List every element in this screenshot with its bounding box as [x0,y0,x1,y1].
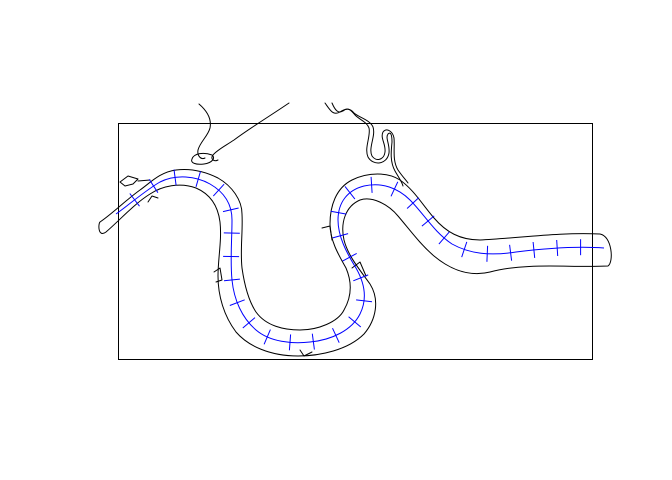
cross-section-line [332,327,340,343]
cross-section-line [486,245,489,262]
cross-section-line [212,183,225,197]
tributary-line-left [197,103,211,159]
bank-detail-e [299,349,313,357]
cross-section-line [348,316,362,328]
cross-section-line [288,334,292,351]
channel-centerline [115,176,605,344]
cross-section-line [406,197,420,209]
cross-section-line [195,171,201,187]
cross-section-line [353,274,369,282]
cross-section-line [330,210,347,215]
cross-section-line [263,329,271,345]
cross-section-line [390,181,399,197]
cross-section-line [311,333,315,350]
cross-section-line [421,215,435,227]
cross-section-line [532,241,536,258]
cross-section-line [438,231,450,245]
cross-section-line [344,186,356,200]
cross-section-line [129,193,140,207]
cross-section-line [222,207,239,213]
cross-section-line [242,317,256,329]
cross-section-line [509,244,513,261]
cross-sections [129,169,582,351]
main-channel-outline [98,169,612,357]
tributary-line-right [211,102,290,162]
cross-section-line [461,241,468,258]
upstream-meander-inner [331,102,404,187]
cross-section-line [356,299,373,303]
left-inlet-stem [137,179,151,182]
bank-detail-c [321,225,333,241]
bank-detail-a [147,195,159,203]
cross-section-line [223,278,240,282]
cross-section-line [370,176,373,193]
cross-section-line [229,299,245,306]
bank-detail-b [213,267,223,283]
tributary-junction-loop [191,152,215,165]
cross-section-line [173,169,177,186]
left-inlet-marker [119,175,139,187]
cross-section-line [332,233,349,239]
cross-section-line [342,252,357,262]
cross-section-line [148,179,159,193]
bounding-box [118,123,593,360]
cross-section-line [556,239,559,257]
